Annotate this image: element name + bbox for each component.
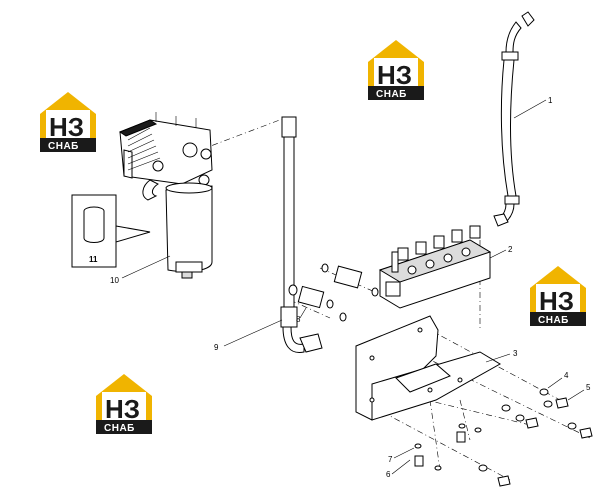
- callout-8: 8: [296, 315, 301, 324]
- watermark-logo-right: НЗ СНАБ: [530, 266, 586, 326]
- callout-labels: 1 2 3 4 5 6 7 8 9 10 11: [89, 96, 591, 479]
- valve-manifold: [378, 225, 492, 309]
- logo-letters: НЗ: [539, 286, 574, 316]
- filter-assembly: [118, 112, 213, 279]
- mounting-bracket: [355, 315, 501, 421]
- hardware-fasteners: [414, 388, 593, 487]
- watermark-logo-bottom-left: НЗ СНАБ: [96, 374, 152, 434]
- logo-text: СНАБ: [376, 89, 407, 100]
- connector-fittings: [288, 263, 379, 322]
- callout-10: 10: [110, 276, 119, 285]
- watermark-logo-top-center: НЗ СНАБ: [368, 40, 424, 100]
- callout-9: 9: [214, 343, 219, 352]
- logo-letters: НЗ: [49, 112, 84, 142]
- callout-5: 5: [586, 383, 591, 392]
- callout-2: 2: [508, 245, 513, 254]
- logo-text: СНАБ: [104, 423, 135, 434]
- callout-7: 7: [388, 455, 393, 464]
- pipe-assembly: [280, 116, 323, 354]
- filter-element-inset: [71, 194, 151, 268]
- callout-3: 3: [513, 349, 518, 358]
- hose-assembly: [493, 11, 535, 227]
- logo-text: СНАБ: [538, 315, 569, 326]
- logo-letters: НЗ: [377, 60, 412, 90]
- callout-1: 1: [548, 96, 553, 105]
- callout-6: 6: [386, 470, 391, 479]
- watermark-logo-top-left: НЗ СНАБ: [40, 92, 96, 152]
- callout-11: 11: [89, 255, 98, 264]
- logo-text: СНАБ: [48, 141, 79, 152]
- logo-letters: НЗ: [105, 394, 140, 424]
- callout-4: 4: [564, 371, 569, 380]
- leader-lines: [121, 99, 585, 475]
